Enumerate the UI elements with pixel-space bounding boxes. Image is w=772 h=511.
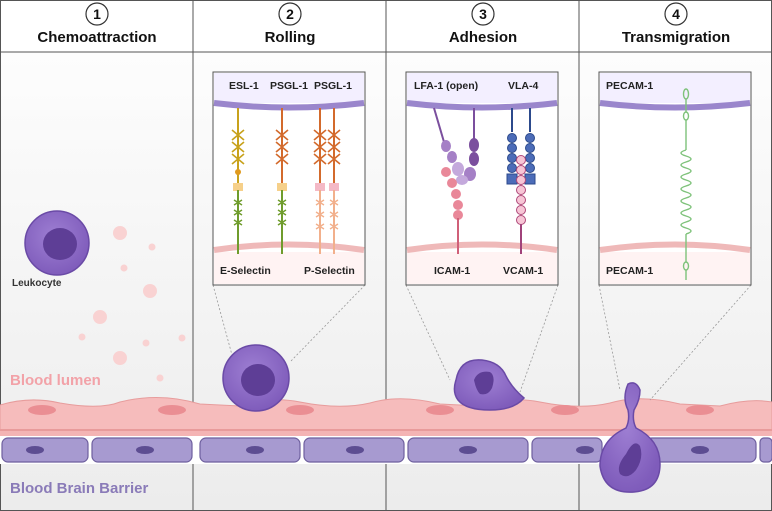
pecam1-top-label: PECAM-1 (606, 80, 653, 92)
leukocyte-label: Leukocyte (12, 278, 62, 289)
pecam1-homophilic (680, 88, 692, 280)
stage-header-3: 3 Adhesion (449, 2, 517, 46)
vla4-label: VLA-4 (508, 80, 538, 92)
stage-header-2: 2 Rolling (265, 2, 316, 46)
vcam1-label: VCAM-1 (503, 265, 543, 277)
stage-number: 2 (286, 6, 294, 22)
stage-header-4: 4 Transmigration (622, 2, 730, 46)
chemokine-dots (78, 226, 186, 382)
adhesion-panel: LFA-1 (open) VLA-4 ICAM-1 VCAM-1 (405, 71, 559, 411)
lfa1-label: LFA-1 (open) (414, 80, 478, 92)
psgl1-dimer (313, 108, 341, 254)
esl1-label: ESL-1 (229, 80, 259, 92)
stage-title: Chemoattraction (37, 29, 156, 46)
icam1-ligand (441, 167, 463, 254)
blood-lumen-label: Blood lumen (10, 372, 101, 389)
stage-title: Adhesion (449, 29, 517, 46)
blood-brain-barrier-label: Blood Brain Barrier (10, 480, 149, 497)
stage-number-badge (278, 2, 302, 26)
e-selectin-label: E-Selectin (220, 265, 271, 277)
lfa1-integrin (433, 107, 479, 185)
transmigrating-leukocyte (599, 382, 661, 493)
pecam1-bottom-label: PECAM-1 (606, 265, 653, 277)
psgl1-label: PSGL-1 (270, 80, 308, 92)
stage-number-badge (664, 2, 688, 26)
stage-number: 1 (93, 6, 101, 22)
esl1-ligand (231, 108, 245, 254)
stage-title: Transmigration (622, 29, 730, 46)
stage-number: 3 (479, 6, 487, 22)
psgl1-label-2: PSGL-1 (314, 80, 352, 92)
chemoattraction-panel: Leukocyte (12, 210, 186, 382)
stage-number: 4 (672, 6, 680, 22)
p-selectin-label: P-Selectin (304, 265, 355, 277)
stage-header-1: 1 Chemoattraction (37, 2, 157, 46)
stage-title: Rolling (265, 29, 316, 46)
leukocyte-nucleus (43, 228, 77, 260)
psgl1-ligand (275, 108, 289, 254)
leukocyte-nucleus (474, 371, 494, 395)
icam1-label: ICAM-1 (434, 265, 470, 277)
vcam1-ligand (516, 155, 526, 254)
stage-number-badge (85, 2, 109, 26)
rolling-panel: ESL-1 PSGL-1 PSGL-1 E-Selectin P-Selecti… (212, 71, 366, 412)
stage-number-badge (471, 2, 495, 26)
leukocyte-nucleus (241, 364, 275, 396)
endothelial-layer (0, 397, 772, 436)
leukocyte-nucleus (618, 443, 642, 477)
transmigration-panel: PECAM-1 PECAM-1 (598, 71, 752, 493)
